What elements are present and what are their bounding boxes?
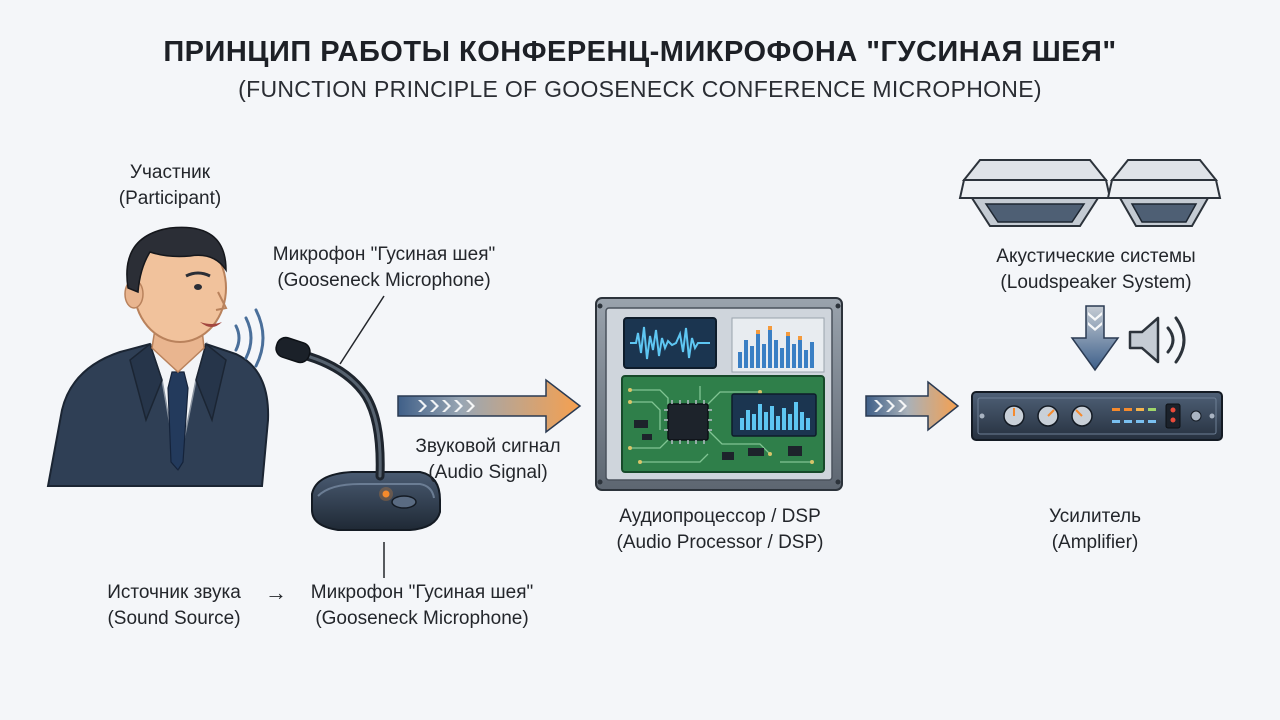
amplifier-leds xyxy=(1112,408,1156,423)
sound-source-label: Источник звука (Sound Source) xyxy=(92,580,256,632)
ceiling-speaker-left xyxy=(958,159,1112,227)
speaker-volume-icon xyxy=(1128,316,1186,364)
processor-label-en: (Audio Processor / DSP) xyxy=(616,532,824,553)
participant-label-ru: Участник xyxy=(129,162,211,183)
amplifier-knobs xyxy=(1003,405,1093,427)
sound-waves-icon xyxy=(234,308,265,368)
mic-pointer-line xyxy=(339,295,385,365)
audio-signal-label: Звуковой сигнал (Audio Signal) xyxy=(400,434,576,486)
audio-signal-label-ru: Звуковой сигнал xyxy=(415,436,561,457)
participant-label: Участник (Participant) xyxy=(90,160,250,212)
amplifier-to-speaker-arrow xyxy=(1070,305,1120,372)
diagram-title: ПРИНЦИП РАБОТЫ КОНФЕРЕНЦ-МИКРОФОНА "ГУСИ… xyxy=(163,36,1117,68)
mic-bottom-label-en: (Gooseneck Microphone) xyxy=(315,608,529,629)
flow-arrow-glyph: → xyxy=(265,580,287,605)
dsp-to-amplifier-arrow xyxy=(865,380,960,432)
processor-label: Аудиопроцессор / DSP (Audio Processor / … xyxy=(600,504,840,556)
amplifier-device xyxy=(971,391,1223,441)
mic-bottom-label-ru: Микрофон "Гусиная шея" xyxy=(310,582,534,603)
gooseneck-microphone xyxy=(275,336,441,531)
participant-person xyxy=(46,226,270,487)
sound-source-label-en: (Sound Source) xyxy=(107,608,241,629)
amplifier-label: Усилитель (Amplifier) xyxy=(1010,504,1180,556)
mic-bottom-label: Микрофон "Гусиная шея" (Gooseneck Microp… xyxy=(294,580,550,632)
ceiling-speaker-right xyxy=(1106,159,1222,227)
equalizer-display xyxy=(731,317,825,373)
sound-source-label-ru: Источник звука xyxy=(107,582,241,603)
participant-label-en: (Participant) xyxy=(118,188,222,209)
audio-signal-label-en: (Audio Signal) xyxy=(428,462,548,483)
diagram-subtitle: (FUNCTION PRINCIPLE OF GOOSENECK CONFERE… xyxy=(238,76,1042,102)
speakers-label-ru: Акустические системы xyxy=(996,246,1196,267)
audio-signal-arrow xyxy=(397,378,582,434)
microphone-label-ru: Микрофон "Гусиная шея" xyxy=(272,244,496,265)
amplifier-label-en: (Amplifier) xyxy=(1051,532,1139,553)
microphone-label: Микрофон "Гусиная шея" (Gooseneck Microp… xyxy=(258,242,510,294)
dsp-processor xyxy=(595,297,843,491)
speakers-label: Акустические системы (Loudspeaker System… xyxy=(976,244,1216,296)
processor-label-ru: Аудиопроцессор / DSP xyxy=(619,506,821,527)
microphone-label-en: (Gooseneck Microphone) xyxy=(277,270,491,291)
amplifier-label-ru: Усилитель xyxy=(1048,506,1142,527)
speakers-label-en: (Loudspeaker System) xyxy=(1000,272,1192,293)
